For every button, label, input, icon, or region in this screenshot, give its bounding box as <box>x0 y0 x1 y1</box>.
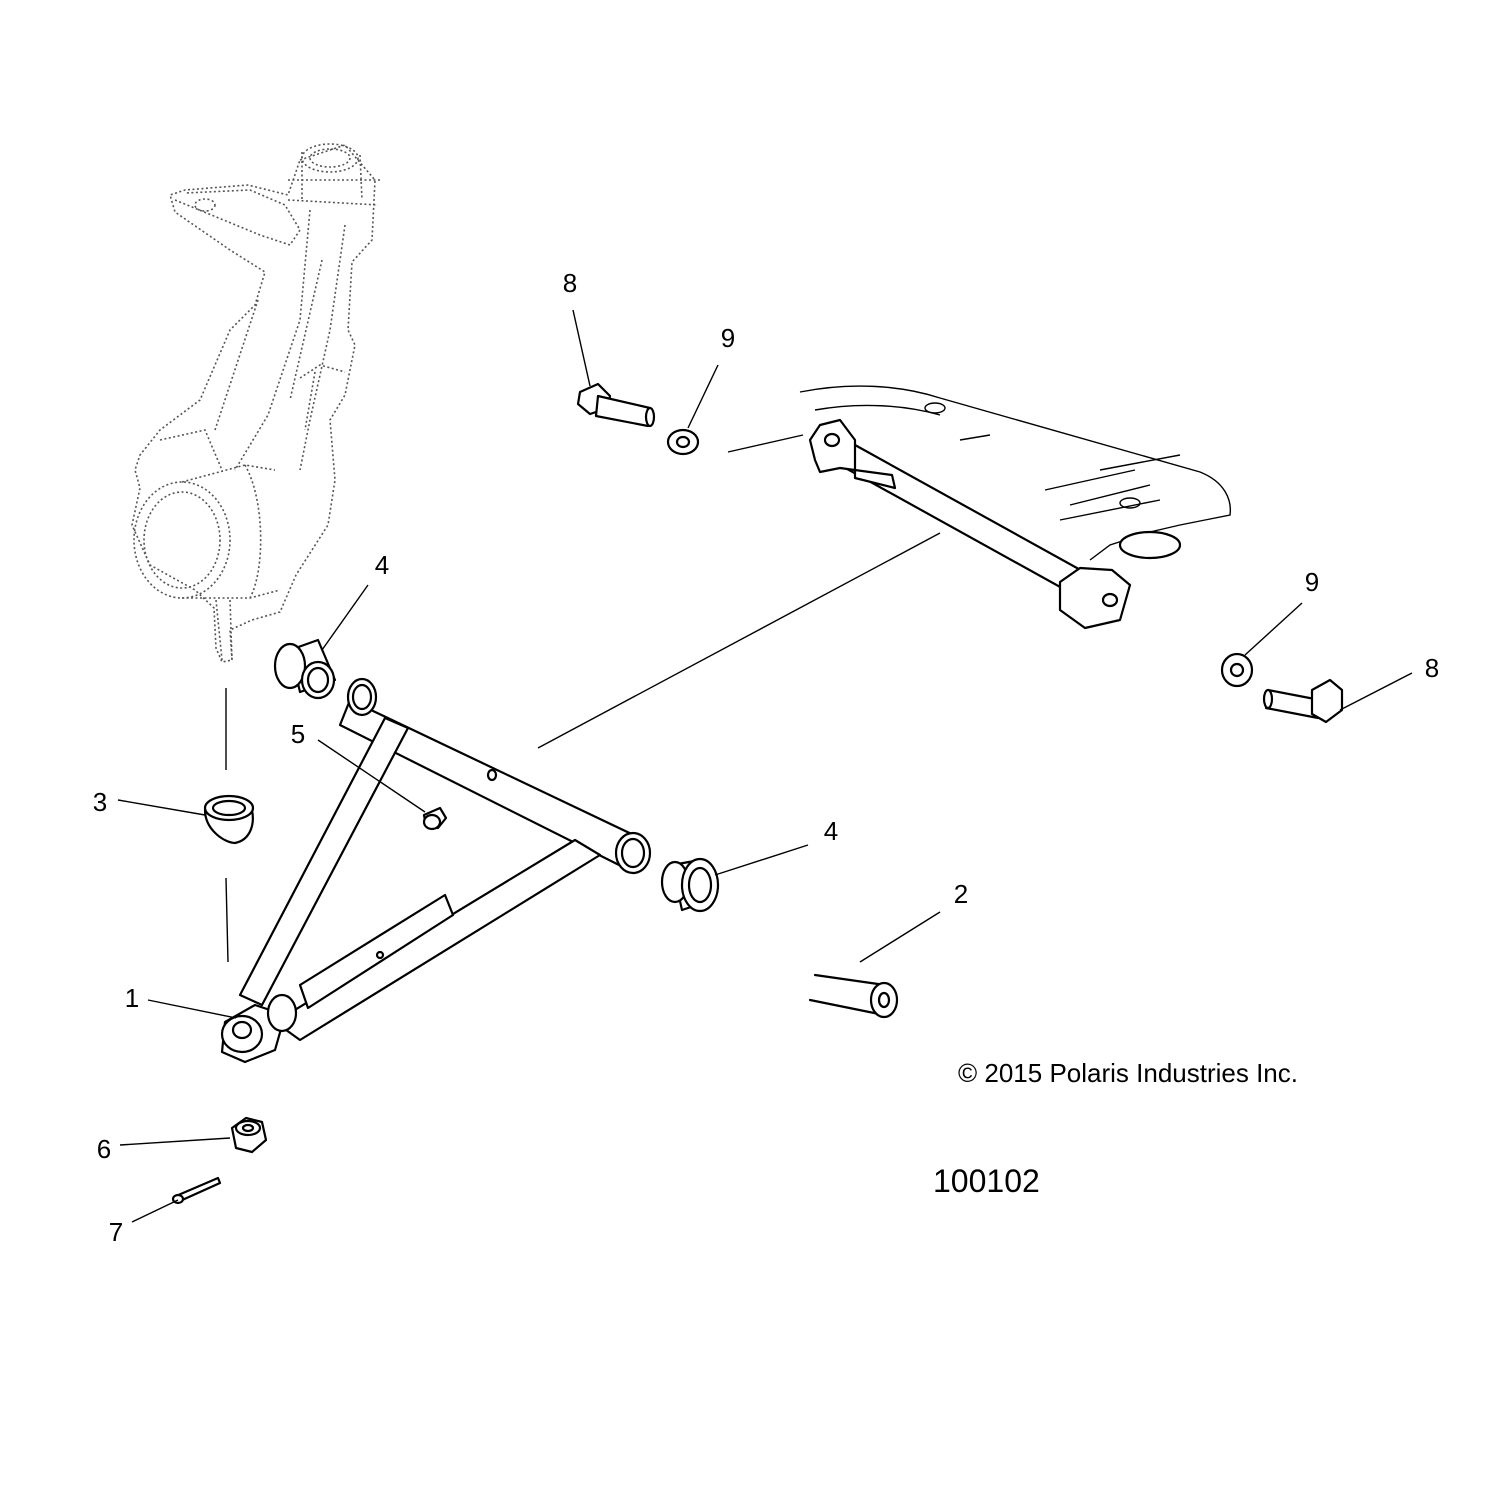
pivot-tube <box>808 973 899 1019</box>
copyright-notice: © 2015 Polaris Industries Inc. <box>958 1058 1298 1088</box>
cotter-pin <box>171 1176 222 1205</box>
ball-joint-cup <box>203 794 255 845</box>
washer-lower <box>1220 652 1254 688</box>
grease-fitting <box>422 806 448 831</box>
callout-5: 5 <box>291 719 305 749</box>
a-arm <box>220 677 652 1064</box>
washer-upper <box>666 428 700 456</box>
callout-1: 1 <box>125 983 139 1013</box>
assembly-lines <box>225 434 941 963</box>
callout-2: 2 <box>954 879 968 909</box>
callout-8-lower: 8 <box>1425 653 1439 683</box>
bolt-lower <box>1262 678 1344 724</box>
figure-id: 100102 <box>933 1163 1040 1199</box>
bushing-upper <box>273 638 337 700</box>
callout-9-lower: 9 <box>1305 567 1319 597</box>
bolt-upper <box>576 382 656 428</box>
callout-4-upper: 4 <box>375 550 389 580</box>
leader-lines <box>117 309 1413 1223</box>
castle-nut <box>230 1116 268 1154</box>
callout-9-upper: 9 <box>721 323 735 353</box>
callout-4-lower: 4 <box>824 816 838 846</box>
callout-8-upper: 8 <box>563 268 577 298</box>
callout-7: 7 <box>109 1217 123 1247</box>
callout-3: 3 <box>93 787 107 817</box>
frame-crossmember <box>799 385 1232 630</box>
callout-6: 6 <box>97 1134 111 1164</box>
bushing-lower <box>660 857 720 913</box>
steering-knuckle <box>131 143 380 663</box>
